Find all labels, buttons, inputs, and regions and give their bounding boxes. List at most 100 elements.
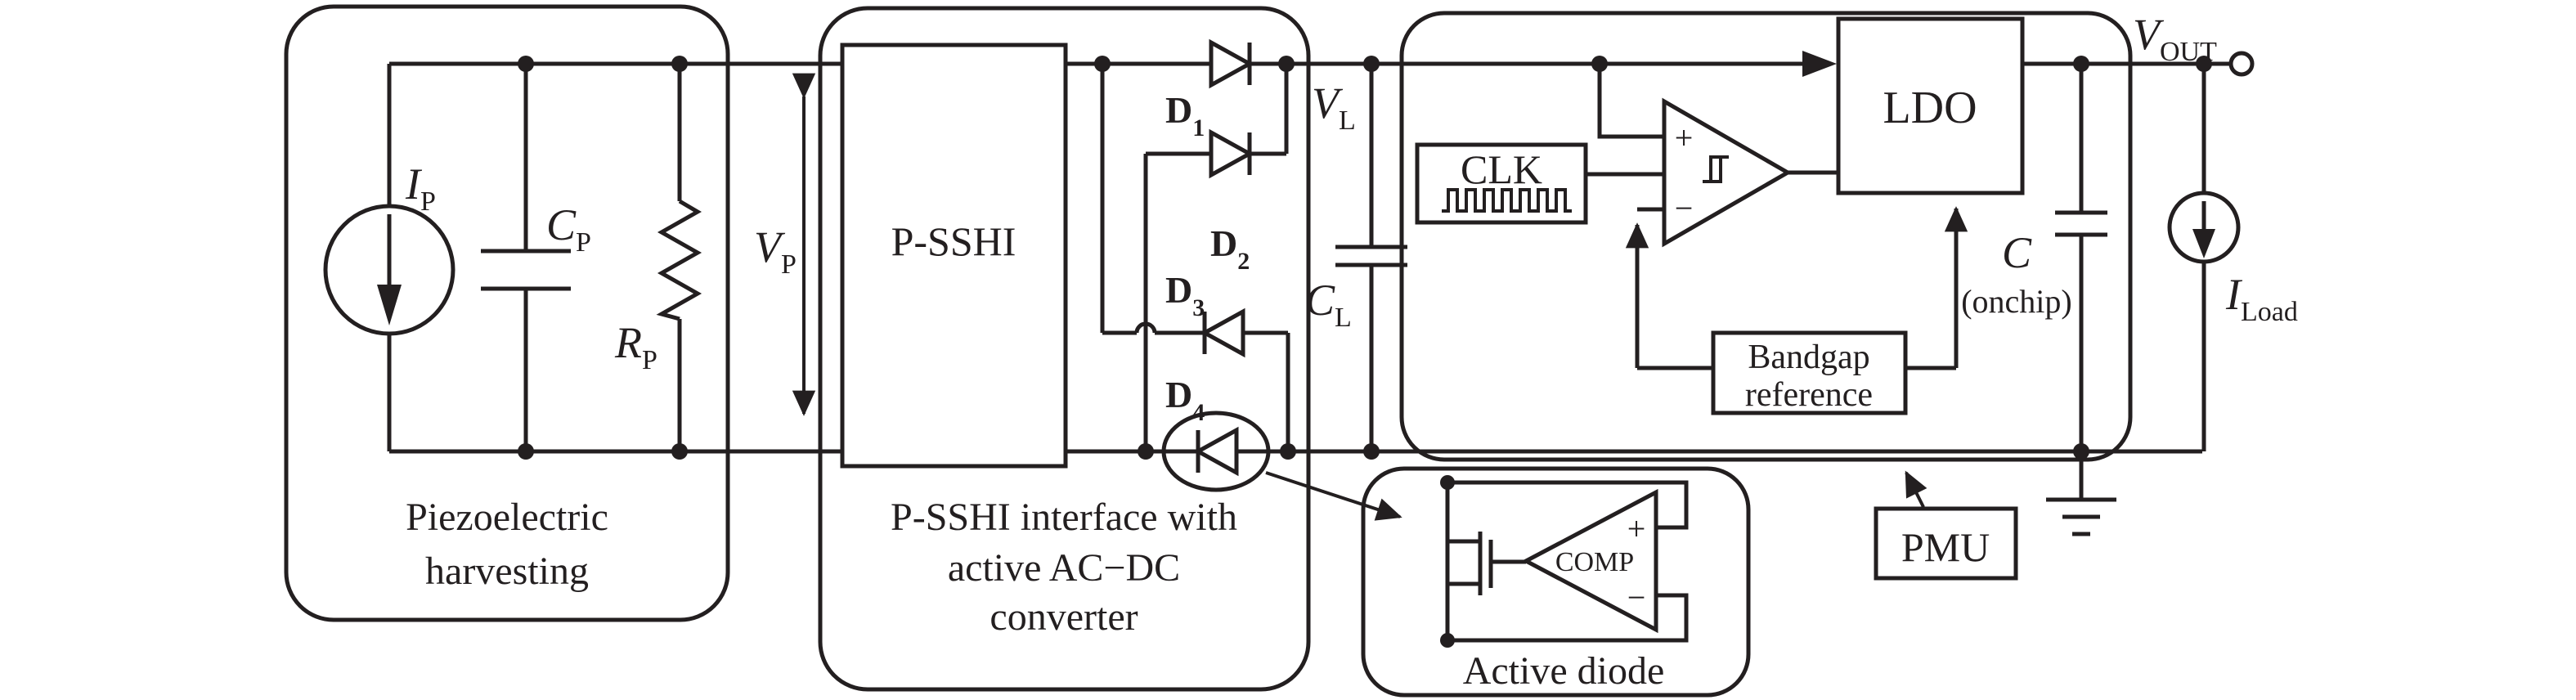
junction-dot (2073, 443, 2089, 460)
bandgap-label-line2: reference (1745, 376, 1873, 414)
junction-dot (671, 443, 688, 460)
load-arrow-head-icon (2192, 229, 2215, 258)
cp-base: C (546, 200, 577, 249)
piezo-caption-line2: harvesting (425, 550, 589, 593)
ground (2046, 451, 2116, 536)
ldo-label: LDO (1883, 83, 1977, 133)
pmu-callout (1874, 470, 2018, 581)
d2-triangle-icon (1209, 128, 1254, 179)
rp-sub: P (642, 345, 657, 375)
current-arrow-head-icon (377, 285, 402, 325)
active-diode-inset-block (1361, 466, 1751, 698)
diode-d4-active (1161, 411, 1271, 492)
active-diode-inset (1265, 471, 1689, 648)
diode-d3 (1200, 307, 1245, 358)
vout-sub: OUT (2160, 37, 2217, 67)
d2-base: D (1210, 222, 1237, 264)
comparator-triangle-icon (1662, 97, 1793, 248)
hysteresis-icon-b (1709, 155, 1729, 182)
d4-sub: 4 (1192, 399, 1205, 426)
inset-minus-sign: − (1627, 579, 1646, 616)
cl-label: CL (1305, 276, 1352, 333)
psshi-interface-block (818, 6, 1311, 692)
comparator (1662, 97, 1793, 248)
iload-base: I (2225, 270, 2243, 319)
junction-dot (1440, 475, 1455, 490)
ip-base: I (405, 159, 423, 209)
c-base: C (2002, 228, 2032, 277)
vp-label: VP (754, 222, 797, 280)
comparator-wiring (1586, 64, 1838, 370)
pmu-callout-box (1874, 506, 2018, 581)
terminal-circle-icon (2228, 51, 2255, 77)
psshi-inner-box (840, 43, 1068, 469)
cp-label: CP (546, 200, 591, 258)
hysteresis-icon-a (1703, 157, 1722, 183)
c-onchip-label: C (2002, 228, 2032, 277)
junction-dot (671, 56, 688, 72)
vout-label: VOUT (2133, 10, 2217, 67)
ldo (1836, 16, 2025, 195)
d1-triangle-icon (1209, 38, 1254, 89)
inset-bottom-rail-to-minus (1447, 593, 1689, 643)
junction-dot (2196, 56, 2212, 72)
active-diode-caption: Active diode (1463, 649, 1665, 693)
resistor-zigzag-icon (656, 199, 702, 321)
comp-label: COMP (1555, 547, 1634, 577)
pmu-block (1399, 11, 2133, 462)
junction-dot (1440, 633, 1455, 648)
cl-base: C (1305, 276, 1335, 325)
cl-sub: L (1335, 303, 1352, 333)
piezo-resistor (656, 64, 702, 451)
d4-callout-arrow (1265, 471, 1402, 521)
ip-label: IP (405, 159, 436, 217)
onchip-capacitor (2055, 64, 2107, 451)
junction-dot (1363, 56, 1380, 72)
piezo-harvesting-block (284, 4, 730, 622)
iload-sub: Load (2241, 297, 2298, 327)
diode-d1 (1209, 38, 1254, 89)
comp-triangle-icon (1521, 488, 1658, 634)
piezo-caption-line1: Piezoelectric (406, 496, 608, 539)
vl-label: VL (1312, 79, 1356, 136)
junction-dot (1094, 56, 1111, 72)
rail-into-ldo-arrowhead-icon (1802, 51, 1837, 77)
vout-base: V (2133, 10, 2165, 59)
d2-label: D2 (1210, 222, 1250, 275)
comparator-plus-feed (1597, 64, 1664, 139)
junction-dots (518, 56, 2212, 460)
bandgap-box (1711, 330, 1908, 415)
d3-sub: 3 (1192, 294, 1205, 321)
clock-waveform-icon (1442, 188, 1572, 213)
junction-dot (1363, 443, 1380, 460)
iload-label: ILoad (2225, 270, 2298, 327)
d1-sub: 1 (1192, 114, 1205, 141)
load-current-source (2167, 64, 2241, 451)
load-capacitor (1335, 64, 1407, 451)
rp-label: RP (614, 318, 657, 375)
psshi-caption-line1: P-SSHI interface with (891, 496, 1237, 539)
c-onchip-paren: (onchip) (1961, 283, 2072, 320)
comparator-minus-sign: − (1675, 190, 1694, 227)
junction-dot (1591, 56, 1608, 72)
vp-sub: P (781, 249, 797, 280)
diode-d2 (1209, 128, 1254, 179)
comparator-plus-sign: + (1675, 119, 1694, 156)
piezo-capacitor (481, 64, 571, 451)
ldo-box (1836, 16, 2025, 195)
psshi-box-label: P-SSHI (891, 218, 1016, 264)
clk-generator (1415, 142, 1588, 225)
inset-plus-sign: + (1627, 510, 1646, 547)
bandgap-reference (1711, 206, 1968, 415)
ip-sub: P (420, 186, 436, 217)
d4-label: D4 (1165, 374, 1205, 426)
d4-highlight-ellipse-icon (1161, 411, 1271, 492)
cp-sub: P (576, 227, 591, 258)
d4-base: D (1165, 374, 1192, 415)
junction-dot (518, 56, 534, 72)
bandgap-label-line1: Bandgap (1748, 339, 1869, 376)
piezo-current-source (323, 204, 456, 336)
clk-label: CLK (1461, 146, 1542, 192)
